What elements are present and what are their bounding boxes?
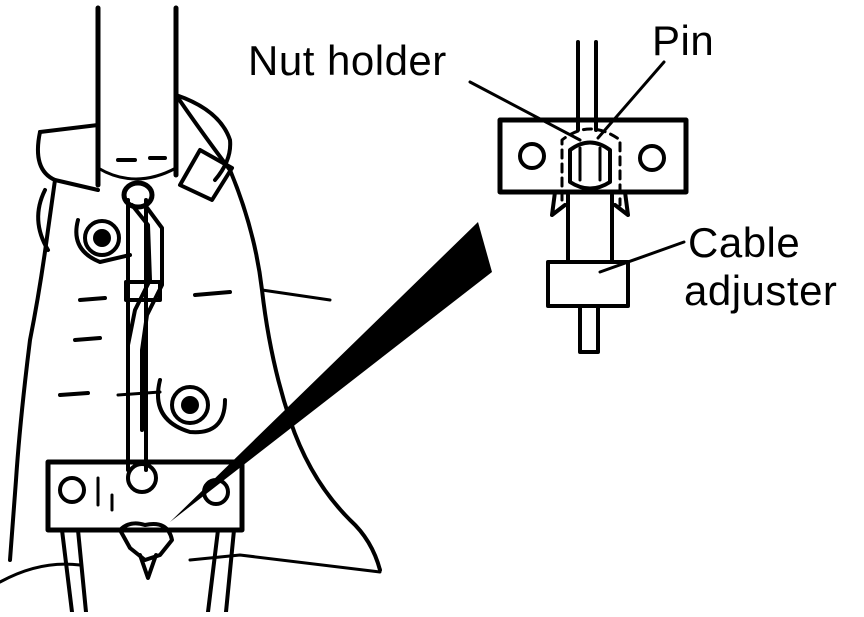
surface-mark-d bbox=[58, 391, 90, 397]
detail-adjuster-shaft bbox=[578, 304, 600, 354]
upper-bolt-center bbox=[93, 229, 111, 247]
rail-left-b bbox=[76, 528, 88, 614]
lower-washer bbox=[156, 378, 227, 435]
body-shelf-line bbox=[260, 288, 332, 302]
surface-mark-e bbox=[116, 390, 162, 397]
bracket-left-upper bbox=[35, 130, 100, 192]
detail-nut-holder-plate bbox=[497, 117, 689, 195]
lower-bolt-icon bbox=[170, 385, 210, 425]
leader-pin bbox=[596, 60, 666, 140]
adjuster-tip bbox=[138, 553, 158, 580]
detail-pin-icon bbox=[568, 140, 612, 191]
label-pin: Pin bbox=[652, 17, 715, 64]
rod-top-eye bbox=[121, 180, 155, 210]
label-cable-adjuster-line2: adjuster bbox=[684, 267, 838, 314]
upper-bolt-icon bbox=[83, 219, 121, 257]
plate-hole-center bbox=[126, 462, 158, 494]
detail-clip-right bbox=[613, 190, 630, 217]
rail-right-a bbox=[206, 528, 220, 614]
lower-bolt-center bbox=[181, 396, 199, 414]
rail-right-b bbox=[224, 528, 236, 614]
label-cable-adjuster-line1: Cable bbox=[688, 219, 801, 266]
plate-hole-left bbox=[58, 476, 86, 504]
leader-nut-holder bbox=[468, 80, 582, 142]
bracket-left-edge bbox=[8, 178, 57, 562]
detail-inset bbox=[497, 40, 689, 354]
label-nut-holder: Nut holder bbox=[248, 37, 447, 84]
plate-marks bbox=[96, 476, 114, 512]
surface-mark-c bbox=[73, 336, 102, 342]
bracket-notch bbox=[36, 188, 50, 252]
upper-washer bbox=[74, 218, 132, 264]
main-assembly-view bbox=[0, 5, 382, 614]
zoom-pointer-wedge bbox=[170, 222, 492, 522]
adjuster-nut bbox=[118, 521, 174, 562]
detail-pin-slots bbox=[578, 146, 602, 182]
link-rod-outer bbox=[126, 203, 152, 432]
rail-left-a bbox=[60, 528, 74, 614]
wire-end-sleeve bbox=[178, 148, 234, 202]
surface-marks-top bbox=[116, 156, 167, 162]
leader-cable-adjuster bbox=[598, 240, 686, 274]
surface-mark-a bbox=[78, 296, 107, 302]
housing-bottom-curve bbox=[96, 166, 178, 181]
detail-hole-right bbox=[638, 144, 666, 172]
bracket-top-left bbox=[38, 123, 100, 134]
surface-mark-b bbox=[193, 290, 232, 297]
detail-adjuster-nut bbox=[546, 260, 630, 308]
detail-hole-left bbox=[518, 142, 546, 170]
link-clip bbox=[124, 280, 162, 302]
base-lines bbox=[0, 553, 382, 584]
main-nut-holder-plate bbox=[45, 459, 245, 533]
detail-adjuster-stem bbox=[566, 193, 614, 264]
detail-pin-housing-hidden bbox=[560, 127, 622, 207]
wire-loop bbox=[174, 93, 233, 182]
detail-clip-left bbox=[550, 190, 567, 217]
